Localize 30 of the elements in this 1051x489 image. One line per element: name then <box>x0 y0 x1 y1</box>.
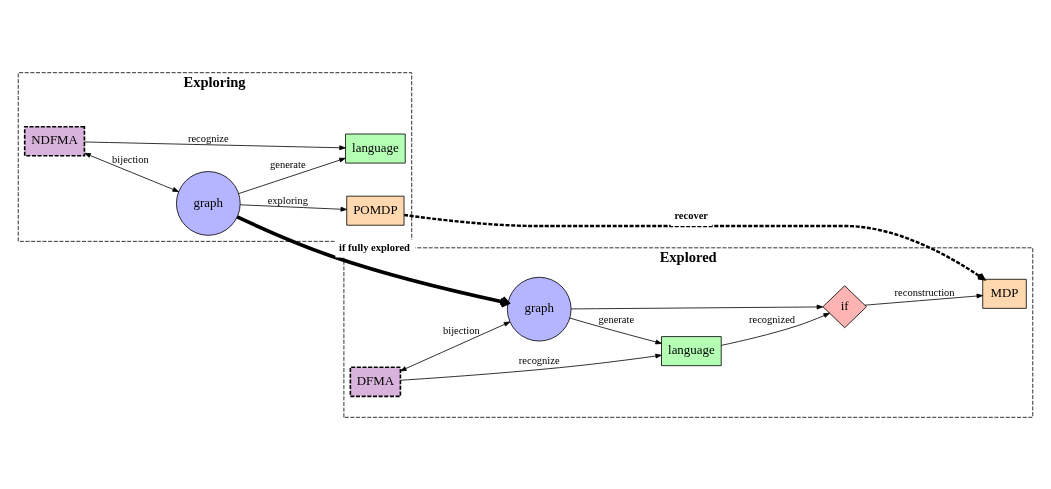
edge-label: generate <box>270 158 306 170</box>
arrow <box>236 214 510 308</box>
edge-label: reconstruction <box>894 286 955 298</box>
edge-label: exploring <box>267 194 308 206</box>
edge-label: bijection <box>442 324 480 336</box>
node-box: language <box>345 133 406 163</box>
arrow <box>239 203 348 212</box>
edge-label: recover <box>674 209 708 221</box>
arrow <box>84 141 346 150</box>
node-box: NDFMA <box>23 125 86 157</box>
edge-label: recognized <box>749 313 796 325</box>
arrow <box>400 353 662 381</box>
node-box: DFMA <box>349 365 402 397</box>
arrow <box>404 213 986 280</box>
arrow <box>570 304 824 309</box>
node-box: POMDP <box>346 195 405 226</box>
edge-label: generate <box>598 313 635 325</box>
node-circle: graph <box>506 276 572 341</box>
arrow <box>84 152 179 192</box>
node-circle: graph <box>176 170 241 236</box>
arrow <box>569 317 662 344</box>
arrow <box>400 321 511 371</box>
node-box: MDP <box>982 278 1027 309</box>
edge-label: recognize <box>187 132 229 144</box>
arrow <box>721 312 830 346</box>
arrow <box>238 157 346 194</box>
node-box: language <box>661 335 722 366</box>
edge-label: recognize <box>518 354 560 366</box>
arrow <box>864 293 984 306</box>
edge-label: bijection <box>112 153 149 165</box>
